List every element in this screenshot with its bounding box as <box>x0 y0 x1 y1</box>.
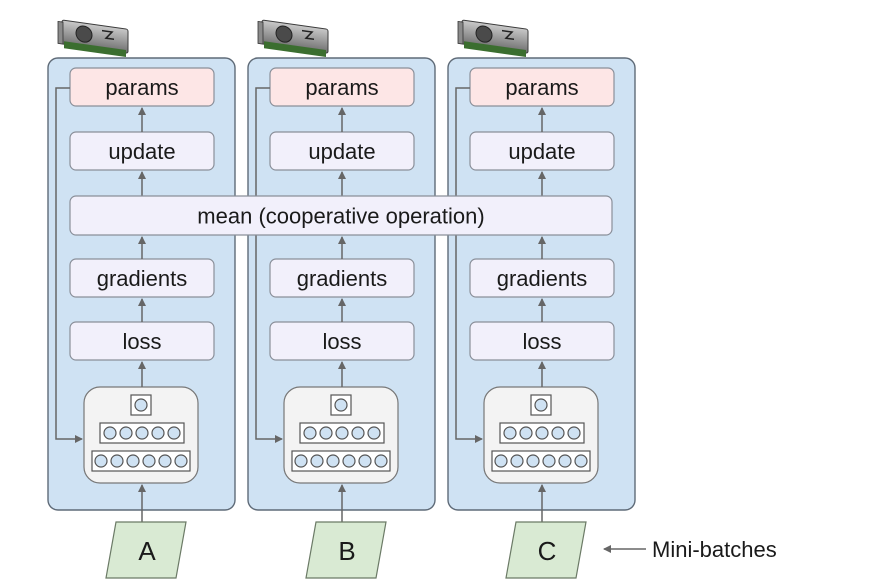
gpu-card-icon <box>457 19 529 57</box>
loss-node: loss <box>69 321 215 361</box>
mini-batch-b: B <box>305 521 387 579</box>
update-node: update <box>269 131 415 171</box>
mini-batch-shape <box>305 521 387 579</box>
mini-batch-shape <box>505 521 587 579</box>
loss-node-label: loss <box>322 329 361 354</box>
arrow-params-to-model <box>255 87 283 443</box>
params-node-box <box>469 67 615 107</box>
update-node: update <box>69 131 215 171</box>
mean-cooperative-node-box <box>69 195 613 236</box>
gradients-node: gradients <box>469 258 615 298</box>
neural-network-icon <box>83 386 199 484</box>
mini-batches-label: Mini-batches <box>652 537 777 562</box>
loss-node: loss <box>469 321 615 361</box>
update-node-label: update <box>508 139 575 164</box>
update-node-label: update <box>108 139 175 164</box>
mini-batch-label: B <box>338 536 355 566</box>
gpu-card-icon <box>257 19 329 57</box>
params-node-box <box>69 67 215 107</box>
neural-network-icon <box>483 386 599 484</box>
params-node-box <box>269 67 415 107</box>
gradients-node-label: gradients <box>97 266 188 291</box>
mean-cooperative-node-label: mean (cooperative operation) <box>197 204 484 229</box>
gpu-card-icon <box>57 19 129 57</box>
arrow-params-to-model <box>55 87 83 443</box>
gradients-node-label: gradients <box>497 266 588 291</box>
update-node-label: update <box>308 139 375 164</box>
mean-cooperative-node: mean (cooperative operation) <box>69 195 613 236</box>
params-node-label: params <box>305 75 378 100</box>
loss-node-label: loss <box>522 329 561 354</box>
neural-network-icon <box>283 386 399 484</box>
loss-node: loss <box>269 321 415 361</box>
arrow-params-to-model <box>455 87 483 443</box>
mini-batches-annotation: Mini-batches <box>603 537 777 562</box>
params-node: params <box>269 67 415 107</box>
gradients-node: gradients <box>69 258 215 298</box>
mini-batch-c: C <box>505 521 587 579</box>
update-node: update <box>469 131 615 171</box>
gradients-node: gradients <box>269 258 415 298</box>
gradients-node-label: gradients <box>297 266 388 291</box>
mini-batch-shape <box>105 521 187 579</box>
loss-node-label: loss <box>122 329 161 354</box>
mini-batch-label: C <box>538 536 557 566</box>
mini-batch-a: A <box>105 521 187 579</box>
params-node-label: params <box>505 75 578 100</box>
mini-batch-label: A <box>138 536 156 566</box>
params-node: params <box>469 67 615 107</box>
params-node: params <box>69 67 215 107</box>
params-node-label: params <box>105 75 178 100</box>
